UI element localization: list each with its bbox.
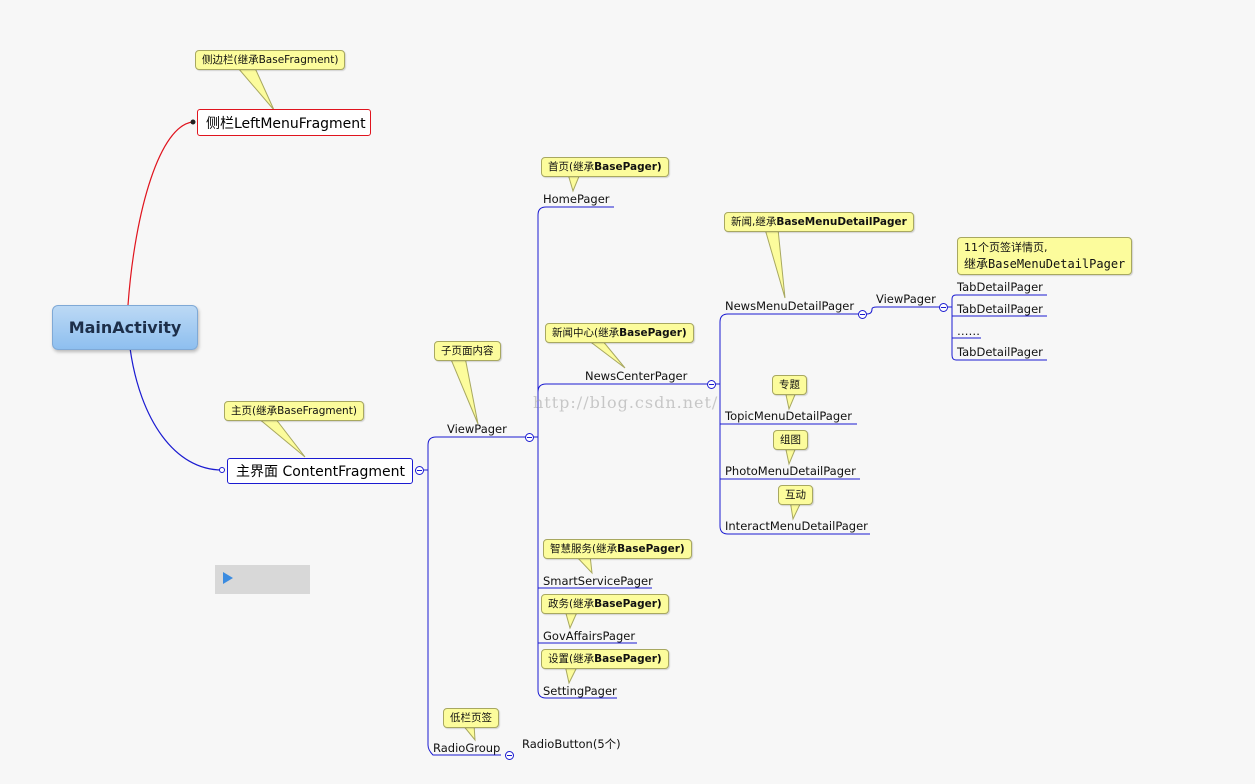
collapse-toggle-news-center[interactable] (707, 380, 716, 389)
radiogroup-note: 低栏页签 (443, 708, 499, 728)
news-viewpager-note: 11个页签详情页, 继承BaseMenuDetailPager (957, 237, 1133, 275)
tab-detail-pager-node[interactable]: TabDetailPager (957, 302, 1043, 316)
interact-menu-detail-pager-node[interactable]: InteractMenuDetailPager (725, 519, 868, 533)
radiogroup-node[interactable]: RadioGroup (433, 741, 501, 755)
left-menu-note: 侧边栏(继承BaseFragment) (195, 50, 346, 70)
note-base-class: BasePager) (594, 653, 662, 665)
note-base-class: BasePager) (617, 543, 685, 555)
tab-detail-pager-node[interactable]: TabDetailPager (957, 345, 1043, 359)
gov-affairs-pager-node[interactable]: GovAffairsPager (543, 629, 636, 643)
play-icon[interactable] (223, 572, 233, 584)
note-prefix: 新闻中心(继承 (552, 327, 620, 339)
tab-detail-pager-node[interactable]: TabDetailPager (957, 280, 1043, 294)
viewpager-note: 子页面内容 (434, 341, 501, 361)
collapse-toggle-viewpager[interactable] (525, 433, 534, 442)
news-viewpager-node[interactable]: ViewPager (876, 292, 936, 306)
smart-service-pager-note: 智慧服务(继承BasePager) (543, 539, 692, 559)
note-base-class: BaseMenuDetailPager (776, 216, 907, 228)
note-base-class: BasePager) (594, 598, 662, 610)
note-prefix: 首页(继承 (548, 161, 595, 173)
content-note: 主页(继承BaseFragment) (224, 401, 364, 421)
note-prefix: 设置(继承 (548, 653, 595, 665)
note-prefix: 政务(继承 (548, 598, 595, 610)
collapse-toggle-news-viewpager[interactable] (939, 303, 948, 312)
news-center-pager-note: 新闻中心(继承BasePager) (545, 323, 694, 343)
news-menu-detail-pager-node[interactable]: NewsMenuDetailPager (725, 299, 855, 313)
watermark-text: http://blog.csdn.net/ (533, 393, 719, 412)
smart-service-pager-node[interactable]: SmartServicePager (543, 574, 653, 588)
photo-menu-note: 组图 (773, 430, 808, 450)
collapse-toggle-radiogroup[interactable] (505, 751, 514, 760)
left-menu-fragment-node[interactable]: 侧栏LeftMenuFragment (197, 109, 371, 136)
home-pager-node[interactable]: HomePager (543, 192, 610, 206)
root-node-main-activity[interactable]: MainActivity (52, 305, 198, 350)
note-base-class: BasePager) (619, 327, 687, 339)
photo-menu-detail-pager-node[interactable]: PhotoMenuDetailPager (725, 464, 856, 478)
note-line-1: 11个页签详情页, (964, 241, 1048, 254)
note-line-2: 继承BaseMenuDetailPager (964, 257, 1126, 271)
home-pager-note: 首页(继承BasePager) (541, 157, 669, 177)
news-menu-detail-note: 新闻,继承BaseMenuDetailPager (724, 212, 914, 232)
setting-pager-note: 设置(继承BasePager) (541, 649, 669, 669)
media-player-widget[interactable] (215, 565, 310, 594)
collapse-toggle-news-menu[interactable] (858, 310, 867, 319)
note-base-class: BasePager) (594, 161, 662, 173)
viewpager-node[interactable]: ViewPager (447, 422, 507, 436)
setting-pager-node[interactable]: SettingPager (543, 684, 617, 698)
topic-menu-detail-pager-node[interactable]: TopicMenuDetailPager (725, 409, 852, 423)
tab-detail-ellipsis: …… (957, 324, 980, 338)
collapse-toggle-content[interactable] (415, 466, 424, 475)
news-center-pager-node[interactable]: NewsCenterPager (585, 369, 688, 383)
gov-affairs-pager-note: 政务(继承BasePager) (541, 594, 669, 614)
content-fragment-node[interactable]: 主界面 ContentFragment (227, 458, 413, 484)
interact-menu-note: 互动 (778, 485, 813, 505)
note-prefix: 新闻,继承 (731, 216, 777, 228)
radiobutton-node[interactable]: RadioButton(5个) (522, 737, 621, 751)
topic-menu-note: 专题 (772, 375, 807, 395)
note-prefix: 智慧服务(继承 (550, 543, 618, 555)
